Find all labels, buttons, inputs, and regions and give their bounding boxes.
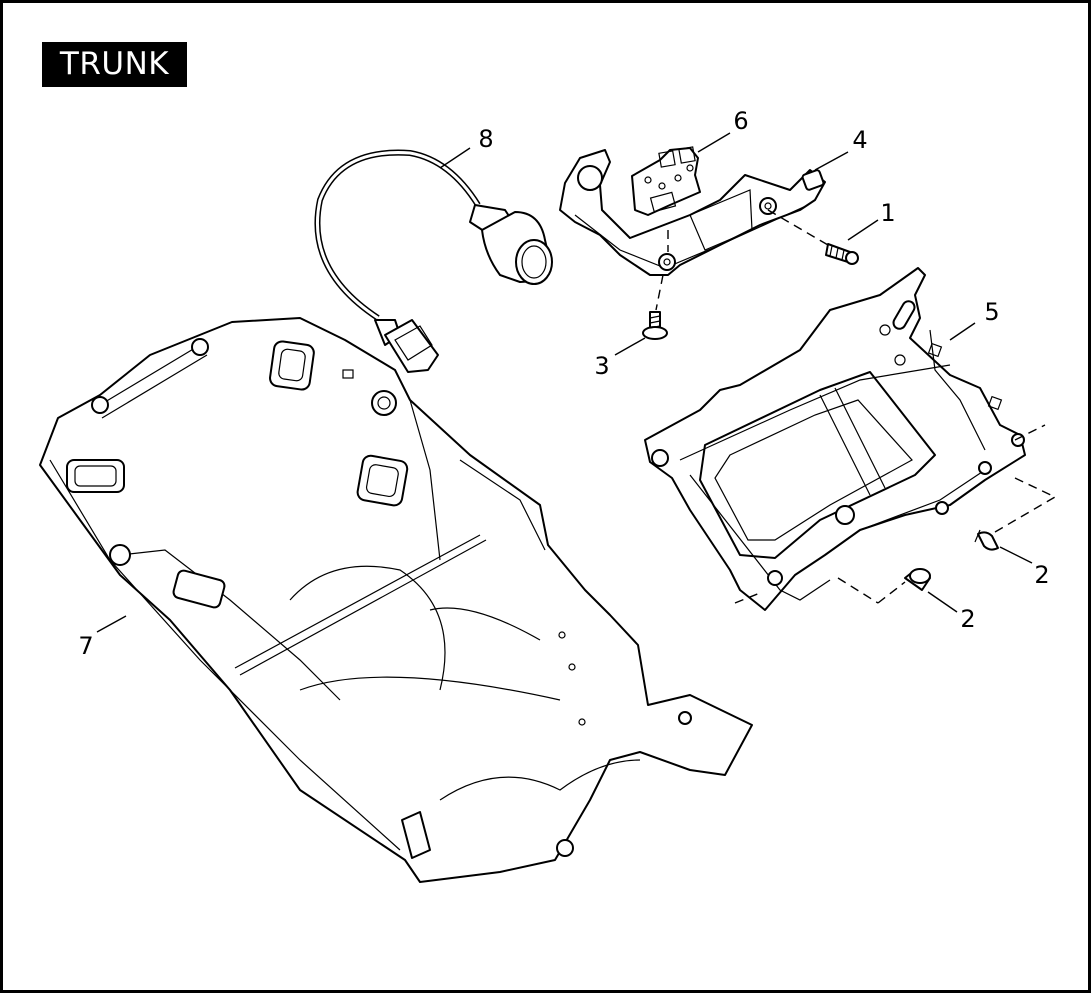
part-4-upper-bracket — [559, 149, 826, 276]
fastener-2a-screw — [974, 477, 1056, 551]
callout-2a: 2 — [1034, 561, 1049, 589]
callout-3: 3 — [594, 352, 609, 380]
part-6-latch-plate — [631, 146, 701, 216]
callout-6: 6 — [733, 107, 748, 135]
fastener-2b-screw — [837, 568, 931, 604]
callout-labels: 8 6 4 1 3 5 2 2 7 — [78, 107, 1049, 660]
fastener-3-screw — [642, 274, 668, 340]
part-7-trunk-liner — [39, 317, 753, 883]
callout-1: 1 — [880, 199, 895, 227]
callout-4: 4 — [852, 126, 867, 154]
fastener-1-screw — [767, 209, 859, 265]
leader-lines — [96, 132, 1033, 633]
page-title: TRUNK — [42, 42, 187, 87]
callout-2b: 2 — [960, 605, 975, 633]
part-5-mounting-bracket — [644, 267, 1046, 611]
callout-8: 8 — [478, 125, 493, 153]
callout-7: 7 — [78, 632, 93, 660]
part-8-power-port-harness — [314, 149, 553, 373]
callout-5: 5 — [984, 298, 999, 326]
